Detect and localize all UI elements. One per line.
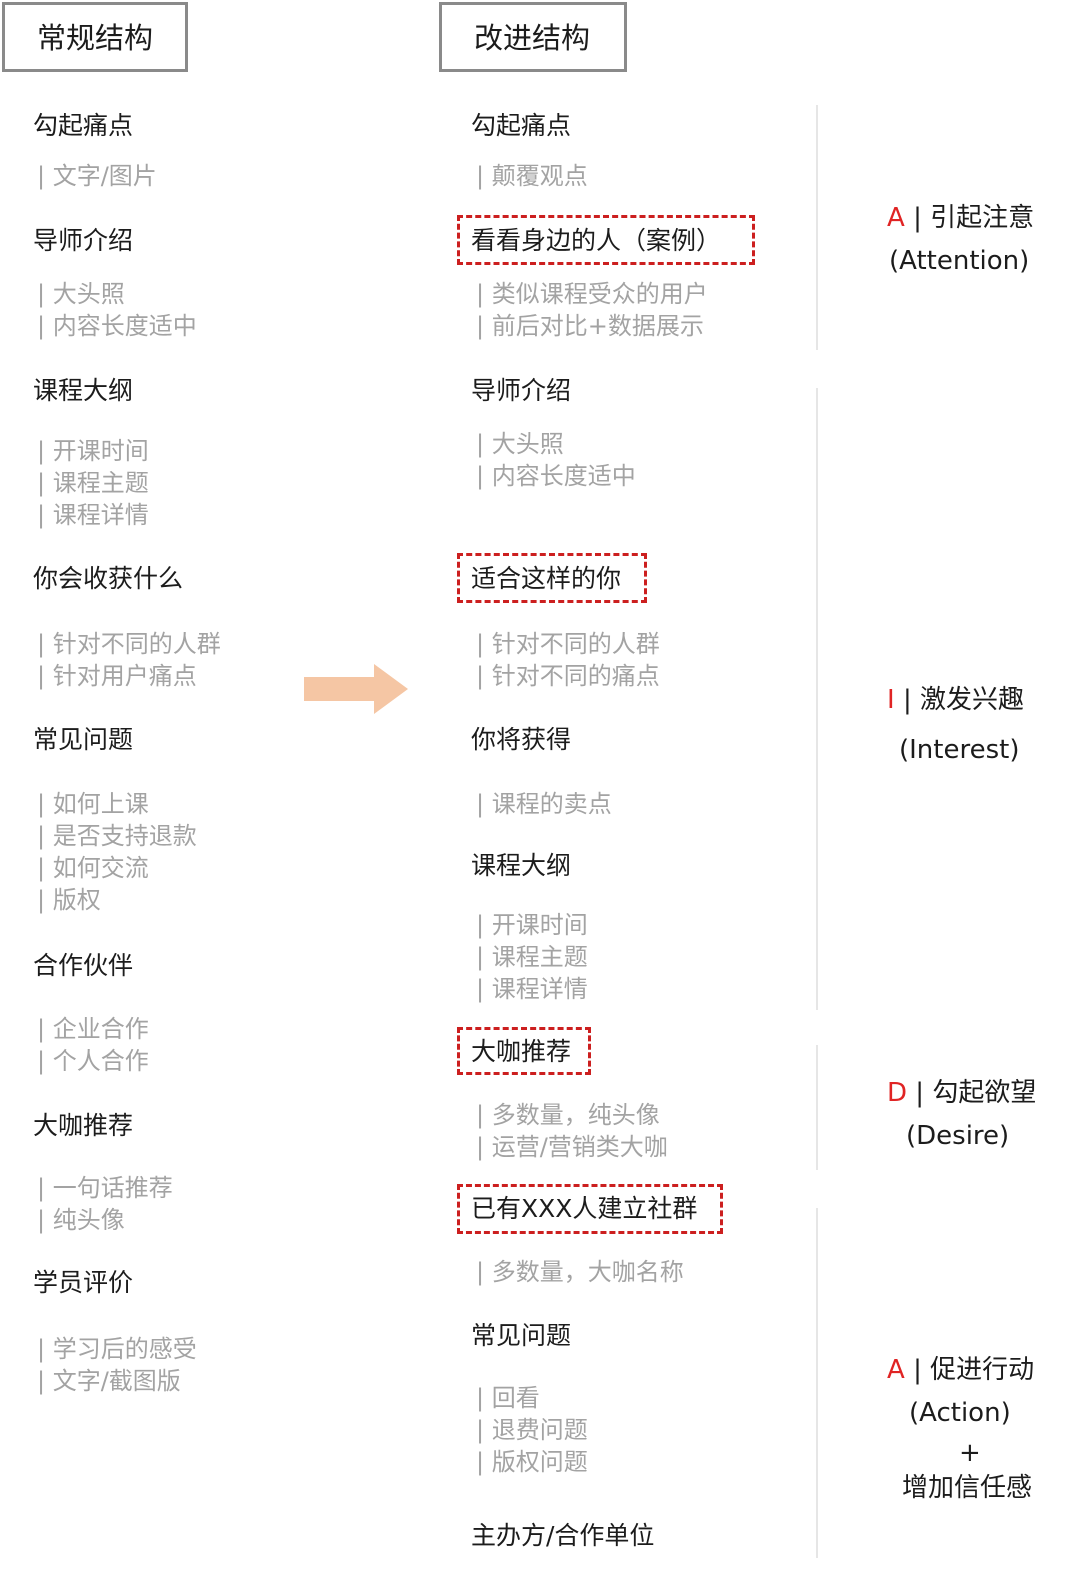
right-section-title-highlighted: 大咖推荐: [471, 1037, 572, 1066]
left-header: 常规结构: [2, 2, 188, 72]
right-section-item: | 运营/营销类大咖: [476, 1133, 668, 1161]
left-section-item: | 内容长度适中: [37, 312, 197, 340]
aida-paren: (Attention): [889, 246, 1030, 276]
left-section-item: | 文字/图片: [37, 162, 157, 190]
left-section-item: | 针对用户痛点: [37, 662, 197, 690]
left-section-title: 合作伙伴: [33, 951, 134, 980]
right-section-item: | 内容长度适中: [476, 462, 636, 490]
aida-paren: (Interest): [899, 735, 1020, 765]
right-section-item: | 课程的卖点: [476, 790, 612, 818]
aida-stage-attention: A | 引起注意: [887, 200, 1034, 236]
right-section-title: 主办方/合作单位: [471, 1521, 655, 1550]
aida-stage-interest: I | 激发兴趣: [887, 682, 1024, 718]
stage-divider: [816, 388, 818, 1010]
aida-stage-action: A | 促进行动: [887, 1352, 1034, 1388]
right-section-title: 课程大纲: [471, 851, 572, 880]
highlight-box: [457, 1027, 591, 1075]
left-section-item: | 课程详情: [37, 501, 149, 529]
right-section-item: | 版权问题: [476, 1448, 588, 1476]
left-section-item: | 文字/截图版: [37, 1367, 181, 1395]
left-section-item: | 纯头像: [37, 1206, 125, 1234]
left-section-title: 常见问题: [33, 725, 134, 754]
right-section-item: | 回看: [476, 1384, 540, 1412]
right-section-title-highlighted: 看看身边的人（案例）: [471, 226, 722, 255]
left-section-item: | 开课时间: [37, 437, 149, 465]
aida-stage-desire: D | 勾起欲望: [887, 1075, 1036, 1111]
highlight-box: [457, 553, 647, 603]
left-section-item: | 个人合作: [37, 1047, 149, 1075]
aida-label: | 引起注意: [913, 203, 1035, 233]
right-section-item: | 颠覆观点: [476, 162, 588, 190]
right-section-item: | 课程详情: [476, 975, 588, 1003]
right-section-title: 勾起痛点: [471, 111, 572, 140]
aida-paren: (Desire): [906, 1121, 1010, 1151]
right-section-title: 常见问题: [471, 1321, 572, 1350]
aida-label: | 勾起欲望: [915, 1078, 1037, 1108]
right-section-title-highlighted: 已有XXX人建立社群: [471, 1194, 698, 1223]
right-section-item: | 多数量，大咖名称: [476, 1258, 684, 1286]
right-section-item: | 大头照: [476, 430, 564, 458]
right-section-title: 导师介绍: [471, 376, 572, 405]
left-section-title: 课程大纲: [33, 376, 134, 405]
right-header: 改进结构: [439, 2, 627, 72]
stage-divider: [816, 105, 818, 350]
aida-extra: 增加信任感: [902, 1473, 1033, 1503]
highlight-box: [457, 215, 755, 265]
left-section-item: | 如何交流: [37, 854, 149, 882]
stage-divider: [816, 1045, 818, 1170]
right-section-title-highlighted: 适合这样的你: [471, 564, 622, 593]
aida-paren: (Action): [909, 1398, 1011, 1428]
aida-letter: A: [887, 1355, 905, 1385]
left-section-title: 大咖推荐: [33, 1111, 134, 1140]
right-section-item: | 针对不同的人群: [476, 630, 660, 658]
aida-letter: D: [887, 1078, 908, 1108]
left-section-item: | 如何上课: [37, 790, 149, 818]
left-section-title: 勾起痛点: [33, 111, 134, 140]
highlight-box: [457, 1184, 723, 1234]
right-section-item: | 开课时间: [476, 911, 588, 939]
right-section-item: | 前后对比+数据展示: [476, 312, 704, 340]
left-section-item: | 课程主题: [37, 469, 149, 497]
left-section-item: | 针对不同的人群: [37, 630, 221, 658]
left-section-item: | 版权: [37, 886, 101, 914]
aida-label: | 促进行动: [913, 1355, 1035, 1385]
right-section-item: | 多数量，纯头像: [476, 1101, 660, 1129]
left-section-title: 学员评价: [33, 1268, 134, 1297]
stage-divider: [816, 1208, 818, 1558]
left-section-item: | 学习后的感受: [37, 1335, 197, 1363]
aida-label: | 激发兴趣: [902, 685, 1024, 715]
right-section-item: | 类似课程受众的用户: [476, 280, 708, 308]
right-section-item: | 课程主题: [476, 943, 588, 971]
right-arrow-icon: [304, 664, 408, 714]
left-section-title: 导师介绍: [33, 226, 134, 255]
aida-letter: I: [887, 685, 895, 715]
right-section-title: 你将获得: [471, 725, 572, 754]
aida-plus: +: [959, 1438, 981, 1468]
left-section-title: 你会收获什么: [33, 564, 184, 593]
left-section-item: | 一句话推荐: [37, 1174, 173, 1202]
right-section-item: | 退费问题: [476, 1416, 588, 1444]
left-section-item: | 企业合作: [37, 1015, 149, 1043]
left-section-item: | 大头照: [37, 280, 125, 308]
aida-letter: A: [887, 203, 905, 233]
left-section-item: | 是否支持退款: [37, 822, 197, 850]
right-section-item: | 针对不同的痛点: [476, 662, 660, 690]
